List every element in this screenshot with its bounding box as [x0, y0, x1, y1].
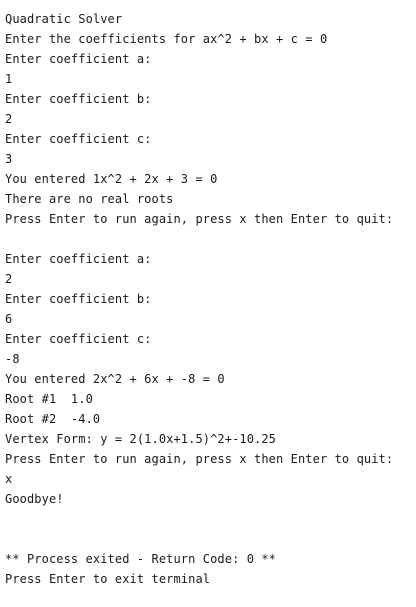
- continue-prompt: Press Enter to run again, press x then E…: [5, 452, 394, 466]
- prompt-coefficient-c: Enter coefficient c:: [5, 332, 152, 346]
- prompt-coefficient-c: Enter coefficient c:: [5, 132, 152, 146]
- instructions-line: Enter the coefficients for ax^2 + bx + c…: [5, 32, 328, 46]
- input-coefficient-a: 1: [5, 72, 13, 86]
- program-title: Quadratic Solver: [5, 12, 123, 26]
- equation-echo: You entered 2x^2 + 6x + -8 = 0: [5, 372, 225, 386]
- prompt-coefficient-a: Enter coefficient a:: [5, 52, 152, 66]
- blank-line: [5, 229, 416, 249]
- prompt-coefficient-b: Enter coefficient b:: [5, 92, 152, 106]
- vertex-form-line: Vertex Form: y = 2(1.0x+1.5)^2+-10.25: [5, 432, 277, 446]
- goodbye-line: Goodbye!: [5, 492, 64, 506]
- blank-line: [5, 529, 416, 549]
- result-line: There are no real roots: [5, 192, 174, 206]
- input-coefficient-b: 6: [5, 312, 13, 326]
- quit-input: x: [5, 472, 13, 486]
- input-coefficient-a: 2: [5, 272, 13, 286]
- continue-prompt: Press Enter to run again, press x then E…: [5, 212, 394, 226]
- input-coefficient-b: 2: [5, 112, 13, 126]
- blank-line: [5, 509, 416, 529]
- input-coefficient-c: -8: [5, 352, 20, 366]
- prompt-coefficient-b: Enter coefficient b:: [5, 292, 152, 306]
- prompt-coefficient-a: Enter coefficient a:: [5, 252, 152, 266]
- root-1-line: Root #1 1.0: [5, 392, 93, 406]
- process-exit-status: ** Process exited - Return Code: 0 **: [5, 552, 277, 566]
- equation-echo: You entered 1x^2 + 2x + 3 = 0: [5, 172, 218, 186]
- input-coefficient-c: 3: [5, 152, 13, 166]
- exit-terminal-prompt: Press Enter to exit terminal: [5, 572, 211, 586]
- root-2-line: Root #2 -4.0: [5, 412, 101, 426]
